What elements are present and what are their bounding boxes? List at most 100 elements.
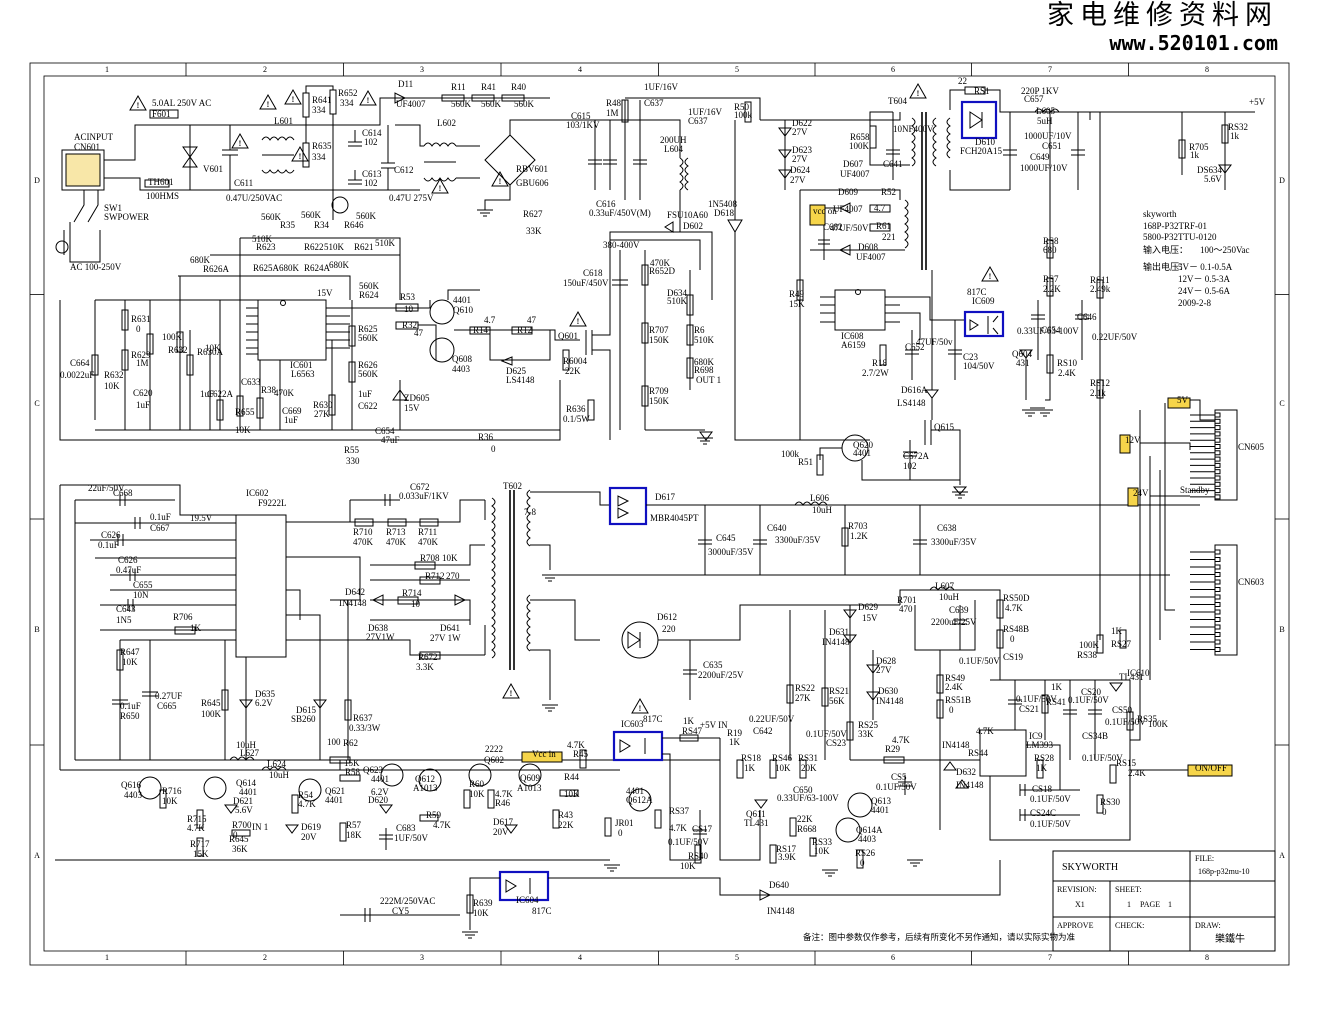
column-marker-top: 2 <box>263 65 267 74</box>
column-marker-bottom: 8 <box>1205 953 1209 962</box>
label-uf4007d: UF4007 <box>856 252 886 262</box>
label-r647: R647 <box>120 647 140 657</box>
label-r6004v: 22K <box>565 366 581 376</box>
component-labels: 5.0AL 250V ACF601ACINPUTCN601SW1SWPOWERA… <box>60 76 1266 918</box>
label-rs17v: 3.9K <box>778 852 796 862</box>
label-d617bv: 20V <box>493 827 509 837</box>
label-1ufb: 1uF <box>358 389 372 399</box>
label-r61v: 221 <box>882 232 896 242</box>
label-d618: D618 <box>714 208 734 218</box>
label-c640: C640 <box>767 523 787 533</box>
label-rs28v: 1K <box>1036 763 1048 773</box>
label-817c_b: 817C <box>643 714 663 724</box>
label-rs7: RS7 <box>1043 274 1059 284</box>
label-560kd: 560K <box>359 281 380 291</box>
label-d635: D635 <box>255 689 275 699</box>
label-c618v: 150uF/450V <box>563 278 609 288</box>
label-r625v: 560K <box>358 333 379 343</box>
label-r711v: 470K <box>418 537 439 547</box>
label-c651: C651 <box>1042 141 1062 151</box>
label-d619: D619 <box>301 822 321 832</box>
label-q612a: Q612A <box>626 795 653 805</box>
label-d609: D609 <box>838 187 858 197</box>
column-marker-top: 5 <box>735 65 739 74</box>
label-r18v: 2.7/2W <box>862 368 889 378</box>
label-19_5v: 19.5V <box>190 513 213 523</box>
column-marker-top: 8 <box>1205 65 1209 74</box>
label-r708: R708 <box>420 553 440 563</box>
label-r36: R36 <box>478 432 494 442</box>
label-cs18v: 0.1UF/50V <box>1030 794 1071 804</box>
label-r658: R658 <box>850 132 870 142</box>
label-r629: R629 <box>131 350 151 360</box>
label-cy5: 222M/250VAC <box>380 896 435 906</box>
label-r715: R715 <box>187 814 207 824</box>
label-inv_v: 100～250Vac <box>1200 245 1250 255</box>
label-q621v: 4401 <box>325 795 343 805</box>
label-c646: C646 <box>1077 312 1097 322</box>
svg-text:!: ! <box>439 184 442 193</box>
label-d620v: 6.2V <box>371 787 389 797</box>
label-rs25v: 33K <box>858 729 874 739</box>
label-model2: 5800-P32TTU-0120 <box>1143 232 1217 242</box>
label-220p: 220P 1KV <box>1021 86 1059 96</box>
label-rs35v: 100K <box>1148 719 1169 729</box>
label-l604: L604 <box>664 144 683 154</box>
label-cs34b: CS34B <box>1082 731 1108 741</box>
label-d617: D617 <box>655 492 675 502</box>
label-fch20: FCH20A15 <box>960 146 1003 156</box>
label-1k_d: 1K <box>683 716 695 726</box>
column-marker-bottom: 3 <box>420 953 424 962</box>
label-r627: R627 <box>523 209 543 219</box>
label-100: 100 <box>327 737 341 747</box>
label-l601: L601 <box>274 116 293 126</box>
label-ic604: IC604 <box>516 895 539 905</box>
label-r53v: 10 <box>404 304 414 314</box>
label-rs8v: 680 <box>1043 245 1057 255</box>
label-470k: 470K <box>650 258 671 268</box>
label-rs11v: 2.49k <box>1090 284 1111 294</box>
label-47: 47 <box>527 315 537 325</box>
label-cs50v: 0.1UF/50V <box>1105 717 1146 727</box>
label-r711: R711 <box>418 527 437 537</box>
label-r635v: 334 <box>312 152 326 162</box>
label-r714v: 10 <box>411 599 421 609</box>
label-c672v: 0.033uF/1KV <box>399 491 449 501</box>
label-r29: R29 <box>885 744 901 754</box>
label-r705v: 1k <box>1190 150 1200 160</box>
label-ic601: IC601 <box>290 360 313 370</box>
label-tag24v: 24V <box>1133 488 1149 498</box>
label-c626v: 0.1uF <box>98 540 119 550</box>
label-d622: D622 <box>792 118 812 128</box>
label-rs32v: 1k <box>1230 131 1240 141</box>
label-jr01: JR01 <box>615 818 634 828</box>
label-fuse: 5.0AL 250V AC <box>152 98 211 108</box>
label-l607: L607 <box>935 581 954 591</box>
label-c672: C672 <box>410 482 430 492</box>
label-r36v: 0 <box>491 444 496 454</box>
label-acin: ACINPUT <box>74 132 114 142</box>
label-r631v: 0 <box>136 324 141 334</box>
label-rs50dv: 4.7K <box>1005 603 1023 613</box>
label-c635: C635 <box>703 660 723 670</box>
label-c637b: 1UF/16V <box>688 107 723 117</box>
label-c23: C23 <box>963 352 979 362</box>
title-page-label: PAGE <box>1140 900 1160 909</box>
label-510kb: 510K <box>324 242 345 252</box>
label-817c_c: 817C <box>532 906 552 916</box>
label-r626v: 560K <box>358 369 379 379</box>
label-d640: D640 <box>769 880 789 890</box>
label-v601: V601 <box>203 164 223 174</box>
label-r630v: 27K <box>314 409 330 419</box>
label-c638: C638 <box>937 523 957 533</box>
label-cs20v: 0.1UF/50V <box>1068 695 1109 705</box>
label-out5: 5V－ 0.1-0.5A <box>1178 262 1233 272</box>
label-15k: 15K <box>344 758 360 768</box>
label-d634: D634 <box>667 288 687 298</box>
label-c650v: 0.33UF/63-100V <box>777 793 839 803</box>
label-1uf: 1uF <box>200 389 214 399</box>
warning-icon <box>909 82 927 99</box>
label-10k_b: 10K <box>564 789 580 799</box>
label-r18: R18 <box>872 358 888 368</box>
